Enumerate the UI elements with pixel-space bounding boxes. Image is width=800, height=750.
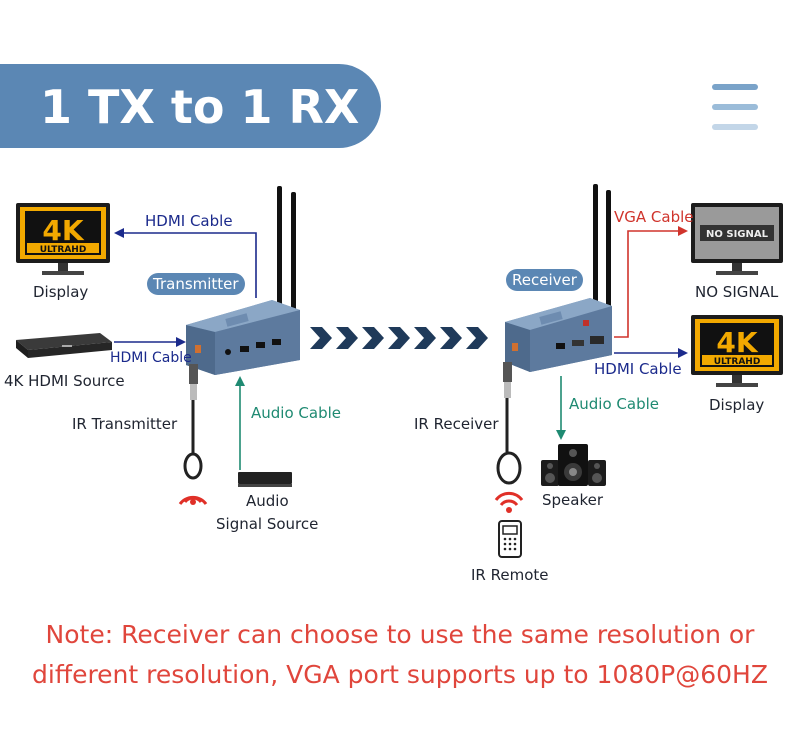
title-banner (0, 64, 381, 148)
ir-remote-label: IR Remote (471, 566, 549, 584)
svg-text:ULTRAHD: ULTRAHD (714, 357, 761, 367)
tx-audio-cable-label: Audio Cable (251, 404, 341, 422)
audio-signal-source-box (238, 472, 292, 487)
tx-display-4k-text: 4K (42, 214, 84, 247)
ir-transmitter-label: IR Transmitter (72, 415, 178, 433)
rx-audio-cable-label: Audio Cable (569, 395, 659, 413)
note-line-1: Note: Receiver can choose to use the sam… (45, 620, 755, 649)
ir-transmitter-cable (183, 364, 203, 480)
transmitter-tag: Transmitter (147, 273, 245, 295)
hdmi-source-box (16, 333, 112, 358)
speaker-label: Speaker (542, 491, 604, 509)
rx-vga-cable-label: VGA Cable (614, 208, 694, 226)
no-signal-display: NO SIGNAL (691, 203, 783, 275)
tx-display-label: Display (33, 283, 89, 301)
transmitter-device (186, 186, 300, 375)
ir-receiver-label: IR Receiver (414, 415, 499, 433)
rx-display-4k: 4K ULTRAHD (691, 315, 783, 387)
ir-receiver-cable (496, 362, 522, 485)
ir-signal-waves-left (178, 495, 208, 505)
note-line-2: different resolution, VGA port supports … (32, 660, 768, 689)
svg-text:ULTRAHD: ULTRAHD (40, 245, 87, 255)
rx-display-label: Display (709, 396, 765, 414)
hamburger-menu-icon[interactable] (712, 84, 758, 130)
speaker-icon (541, 444, 606, 486)
svg-text:4K: 4K (716, 326, 758, 359)
receiver-device (505, 184, 612, 372)
source-hdmi-label: HDMI Cable (110, 350, 192, 366)
tx-display-4k: 4K ULTRAHD (16, 203, 110, 275)
tx-hdmi-out-label: HDMI Cable (145, 212, 233, 230)
rx-hdmi-cable-label: HDMI Cable (594, 360, 682, 378)
audio-source-label-line1: Audio (246, 492, 289, 510)
wireless-link-chevrons (310, 327, 488, 349)
receiver-tag: Receiver (506, 269, 583, 291)
audio-source-label-line2: Signal Source (216, 515, 319, 533)
no-signal-screen-text: NO SIGNAL (706, 229, 769, 240)
rx-vga-arrow (614, 226, 688, 338)
ir-signal-waves-right (494, 491, 524, 513)
page-title: 1 TX to 1 RX (40, 80, 360, 134)
ir-remote-icon (498, 520, 522, 558)
tx-hdmi-out-arrow (114, 228, 257, 298)
hdmi-source-label: 4K HDMI Source (4, 372, 125, 390)
no-signal-label: NO SIGNAL (695, 283, 779, 301)
